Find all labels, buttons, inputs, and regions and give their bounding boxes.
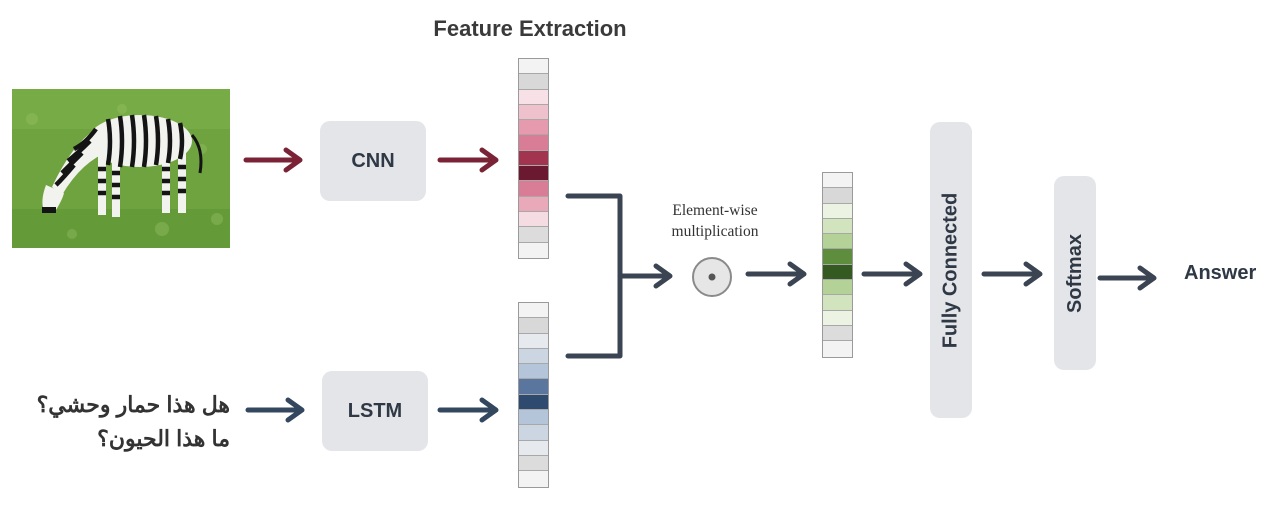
text-vector-cell bbox=[519, 333, 548, 349]
cnn-to-vector-arrow bbox=[437, 147, 499, 173]
question-line-2: ما هذا الحيون؟ bbox=[97, 426, 230, 451]
question-to-lstm-arrow bbox=[245, 397, 305, 423]
image-feature-vector bbox=[518, 58, 549, 259]
image-vector-cell bbox=[519, 166, 548, 182]
fused-to-fc-arrow bbox=[861, 261, 923, 287]
fused-vector-cell bbox=[823, 173, 852, 189]
image-vector-cell bbox=[519, 135, 548, 151]
fused-vector-cell bbox=[823, 218, 852, 235]
merge-bracket bbox=[565, 193, 673, 359]
text-vector-cell bbox=[519, 303, 548, 319]
cnn-block: CNN bbox=[320, 121, 426, 201]
elementwise-multiply-icon bbox=[692, 257, 732, 297]
lstm-to-vector-arrow bbox=[437, 397, 499, 423]
image-vector-cell bbox=[519, 150, 548, 167]
answer-label: Answer bbox=[1184, 262, 1257, 284]
fused-vector-cell bbox=[823, 188, 852, 204]
question-line-1: هل هذا حمار وحشي؟ bbox=[36, 392, 230, 417]
image-to-cnn-arrow bbox=[243, 147, 303, 173]
softmax-block: Softmax bbox=[1054, 176, 1096, 370]
text-vector-cell bbox=[519, 348, 548, 365]
image-vector-cell bbox=[519, 59, 548, 75]
image-vector-cell bbox=[519, 242, 548, 258]
fused-vector-cell bbox=[823, 341, 852, 357]
fused-vector-cell bbox=[823, 264, 852, 281]
image-vector-cell bbox=[519, 120, 548, 136]
text-vector-cell bbox=[519, 364, 548, 380]
feature-extraction-title: Feature Extraction bbox=[433, 16, 627, 41]
fused-vector-cell bbox=[823, 310, 852, 326]
text-feature-vector bbox=[518, 302, 549, 488]
lstm-label: LSTM bbox=[347, 399, 403, 422]
fused-vector-cell bbox=[823, 295, 852, 311]
image-vector-cell bbox=[519, 211, 548, 228]
image-vector-cell bbox=[519, 181, 548, 197]
text-vector-cell bbox=[519, 379, 548, 395]
image-vector-cell bbox=[519, 104, 548, 121]
text-vector-cell bbox=[519, 394, 548, 411]
fc-to-softmax-arrow bbox=[981, 261, 1043, 287]
image-vector-cell bbox=[519, 227, 548, 243]
text-vector-cell bbox=[519, 455, 548, 472]
fused-vector-cell bbox=[823, 203, 852, 219]
fused-vector-cell bbox=[823, 249, 852, 265]
cnn-label: CNN bbox=[351, 149, 395, 172]
elementwise-label-line-1: Element-wise bbox=[672, 202, 758, 219]
op-to-fused-arrow bbox=[745, 261, 807, 287]
lstm-block: LSTM bbox=[322, 371, 428, 451]
image-vector-cell bbox=[519, 196, 548, 212]
question-text: هل هذا حمار وحشي؟ ما هذا الحيون؟ bbox=[20, 388, 230, 456]
fused-vector-cell bbox=[823, 234, 852, 250]
text-vector-cell bbox=[519, 425, 548, 441]
fully-connected-block: Fully Connected bbox=[930, 122, 972, 418]
text-vector-cell bbox=[519, 440, 548, 456]
fused-vector-cell bbox=[823, 280, 852, 296]
text-vector-cell bbox=[519, 471, 548, 487]
elementwise-label-line-2: multiplication bbox=[671, 223, 759, 240]
elementwise-label: Element-wise multiplication bbox=[655, 200, 775, 242]
fused-vector-cell bbox=[823, 325, 852, 342]
fused-feature-vector bbox=[822, 172, 853, 358]
text-vector-cell bbox=[519, 318, 548, 334]
image-vector-cell bbox=[519, 74, 548, 90]
image-vector-cell bbox=[519, 89, 548, 105]
zebra-image bbox=[12, 89, 230, 248]
text-vector-cell bbox=[519, 410, 548, 426]
softmax-to-answer-arrow bbox=[1097, 265, 1157, 291]
